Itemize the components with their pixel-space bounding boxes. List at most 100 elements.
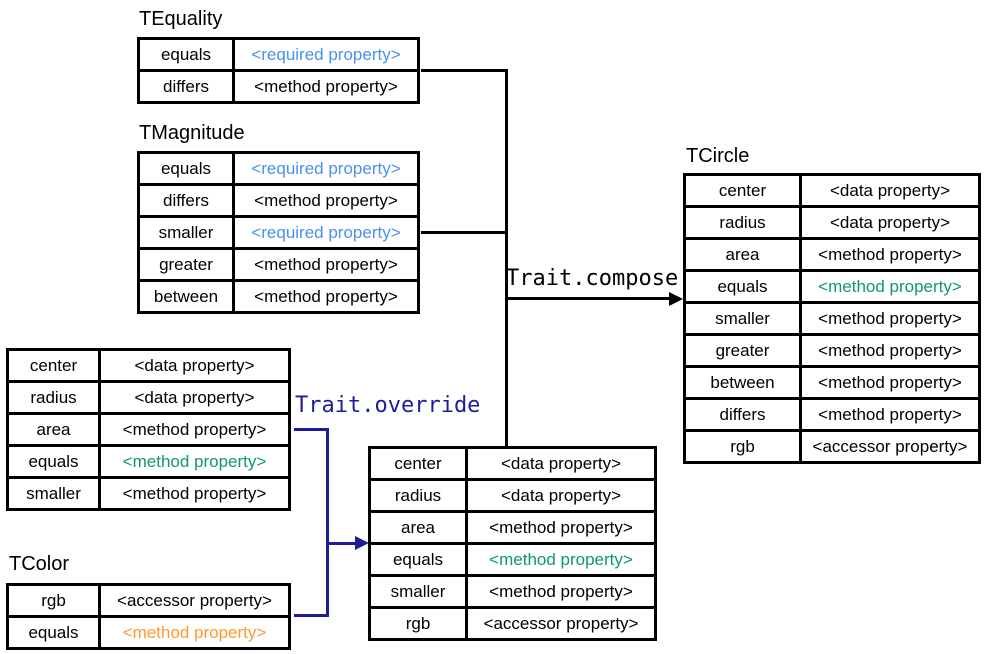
property-name-cell: smaller	[686, 304, 802, 333]
table-row: area <method property>	[371, 510, 654, 542]
property-kind-cell: <method property>	[489, 517, 633, 537]
tequality-title: TEquality	[139, 8, 223, 30]
property-name-cell: center	[9, 351, 101, 380]
table-row: area<method property>	[686, 237, 978, 269]
property-name-cell: rgb	[9, 586, 101, 615]
property-kind-cell: <data property>	[829, 180, 951, 200]
property-kind-cell: <method property>	[254, 76, 398, 96]
table-row: between <method property>	[686, 365, 978, 397]
compose-arrow-shaft	[505, 297, 671, 300]
property-name-cell: radius	[371, 481, 468, 510]
property-name-cell: rgb	[371, 609, 468, 638]
tmagnitude-table: equals <required property> differs <method …	[137, 151, 420, 314]
property-name-cell: between	[686, 368, 802, 397]
table-row: equals <method property>	[371, 542, 654, 574]
property-kind-cell: <method property>	[818, 404, 962, 424]
override-arrow-shaft	[329, 542, 357, 545]
property-name-cell: differs	[686, 400, 802, 429]
property-kind-cell: <method property>	[818, 308, 962, 328]
table-row: differs <method property>	[140, 69, 417, 101]
property-kind-cell: <required property>	[251, 158, 401, 178]
property-kind-cell: <method property>	[122, 419, 267, 439]
property-kind-cell: <method property>	[122, 483, 267, 503]
table-row: between <method property>	[140, 279, 417, 311]
compose-label: Trait.compose	[506, 266, 679, 291]
override-label: Trait.override	[295, 393, 481, 418]
override-connector-vertical	[326, 428, 329, 617]
tcolor-table: rgb<accessor property>equals<method prop…	[6, 583, 291, 650]
property-name-cell: radius	[686, 208, 802, 237]
override-arrowhead-icon	[355, 536, 369, 550]
property-kind-cell: <method property>	[818, 276, 962, 296]
tcolor-title: TColor	[9, 553, 70, 575]
tcircle-table: center <data property> radius <data propert…	[683, 173, 981, 464]
property-name-cell: area	[371, 513, 468, 542]
table-row: rgb<accessor property>	[9, 586, 288, 615]
table-row: area <method property>	[9, 412, 288, 444]
tcircle-title: TCircle	[686, 145, 750, 167]
table-row: smaller <method property>	[371, 574, 654, 606]
property-kind-cell: <data property>	[134, 355, 255, 375]
table-row: center <data property>	[9, 351, 288, 380]
property-kind-cell: <method property>	[489, 549, 633, 569]
property-name-cell: center	[371, 449, 468, 478]
property-kind-cell: <method property>	[818, 244, 962, 264]
table-row: center <data property>	[371, 449, 654, 478]
property-name-cell: greater	[686, 336, 802, 365]
circle-base-table: center <data property> radius <data propert…	[6, 348, 291, 511]
table-row: differs <method property>	[686, 397, 978, 429]
property-name-cell: equals	[140, 154, 235, 183]
tequality-table: equals<required property> differs <method …	[137, 37, 420, 104]
compose-arrowhead-icon	[669, 292, 683, 306]
table-row: differs <method property>	[140, 183, 417, 215]
override-connector-circle-base	[294, 428, 329, 431]
property-kind-cell: <method property>	[254, 190, 398, 210]
table-row: center <data property>	[686, 176, 978, 205]
property-name-cell: greater	[140, 250, 235, 279]
property-name-cell: center	[686, 176, 802, 205]
circle-overridden-table: center <data property> radius <data propert…	[368, 446, 657, 641]
property-name-cell: radius	[9, 383, 101, 412]
table-row: greater<method property>	[140, 247, 417, 279]
property-name-cell: equals	[686, 272, 802, 301]
table-row: radius <data property>	[371, 478, 654, 510]
table-row: greater <method property>	[686, 333, 978, 365]
table-row: smaller <method property>	[9, 476, 288, 508]
property-kind-cell: <accessor property>	[812, 436, 968, 456]
compose-connector-tmagnitude	[421, 231, 508, 234]
compose-connector-tequality	[421, 69, 508, 72]
table-row: rgb<accessor property>	[686, 429, 978, 461]
property-kind-cell: <method property>	[122, 451, 267, 471]
property-name-cell: between	[140, 282, 235, 311]
table-row: rgb <accessor property>	[371, 606, 654, 638]
table-row: equals<method property>	[9, 615, 288, 647]
property-kind-cell: <data property>	[500, 485, 622, 505]
table-row: radius <data property>	[686, 205, 978, 237]
property-name-cell: smaller	[9, 479, 101, 508]
property-kind-cell: <required property>	[251, 222, 401, 242]
override-connector-tcolor	[294, 614, 329, 617]
property-kind-cell: <method property>	[254, 286, 398, 306]
tmagnitude-title: TMagnitude	[139, 122, 245, 144]
table-row: equals<required property>	[140, 40, 417, 69]
property-name-cell: equals	[9, 618, 101, 647]
property-name-cell: differs	[140, 72, 235, 101]
property-name-cell: equals	[9, 447, 101, 476]
property-kind-cell: <data property>	[134, 387, 255, 407]
property-kind-cell: <accessor property>	[483, 613, 639, 633]
property-kind-cell: <method property>	[818, 372, 962, 392]
property-name-cell: smaller	[371, 577, 468, 606]
property-kind-cell: <method property>	[818, 340, 962, 360]
property-name-cell: differs	[140, 186, 235, 215]
property-kind-cell: <required property>	[251, 44, 401, 64]
property-name-cell: equals	[371, 545, 468, 574]
table-row: smaller <method property>	[686, 301, 978, 333]
property-name-cell: area	[9, 415, 101, 444]
property-kind-cell: <data property>	[829, 212, 951, 232]
table-row: radius <data property>	[9, 380, 288, 412]
table-row: equals <method property>	[9, 444, 288, 476]
table-row: equals <method property>	[686, 269, 978, 301]
property-kind-cell: <data property>	[500, 453, 622, 473]
property-kind-cell: <method property>	[489, 581, 633, 601]
